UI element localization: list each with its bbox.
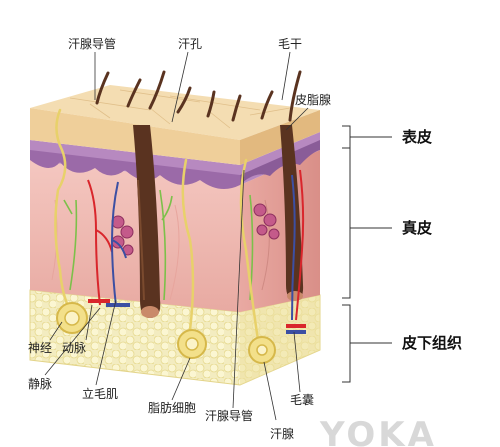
vein: [110, 174, 296, 321]
label-fat-cell: 脂肪细胞: [148, 400, 196, 415]
dermis-layer: [30, 150, 320, 312]
sweat-duct-center: [181, 158, 195, 332]
label-arrector-pili: 立毛肌: [82, 386, 118, 401]
sebaceous-gland-right: [253, 203, 280, 240]
hair-shafts: [95, 70, 302, 122]
label-sweat-duct-top: 汗腺导管: [68, 36, 116, 51]
hair-follicle-left: [133, 125, 161, 318]
vessel-junctions: [88, 299, 306, 334]
label-sweat-gland: 汗腺: [270, 427, 294, 441]
label-hair-shaft: 毛干: [278, 37, 302, 51]
label-epidermis: 表皮: [402, 128, 432, 146]
label-sweat-duct-bottom: 汗腺导管: [205, 408, 253, 423]
label-artery: 动脉: [62, 340, 86, 355]
watermark: YOKA: [319, 415, 437, 447]
sweat-gland-right: [248, 336, 276, 364]
label-hair-follicle: 毛囊: [290, 392, 314, 407]
sweat-gland-center: [177, 329, 207, 359]
label-sebaceous-gland: 皮脂腺: [295, 92, 331, 107]
label-vein: 静脉: [28, 376, 52, 391]
layer-brackets: [342, 125, 392, 383]
basal-layer: [30, 132, 320, 189]
label-dermis: 真皮: [402, 219, 432, 237]
sweat-duct-left: [54, 108, 72, 312]
sweat-duct-right: [239, 158, 260, 342]
leader-lines: [44, 51, 309, 421]
sweat-gland-left: [56, 302, 88, 334]
label-pore: 汗孔: [178, 37, 202, 51]
label-hypodermis: 皮下组织: [402, 334, 462, 352]
label-nerve: 神经: [28, 341, 52, 355]
